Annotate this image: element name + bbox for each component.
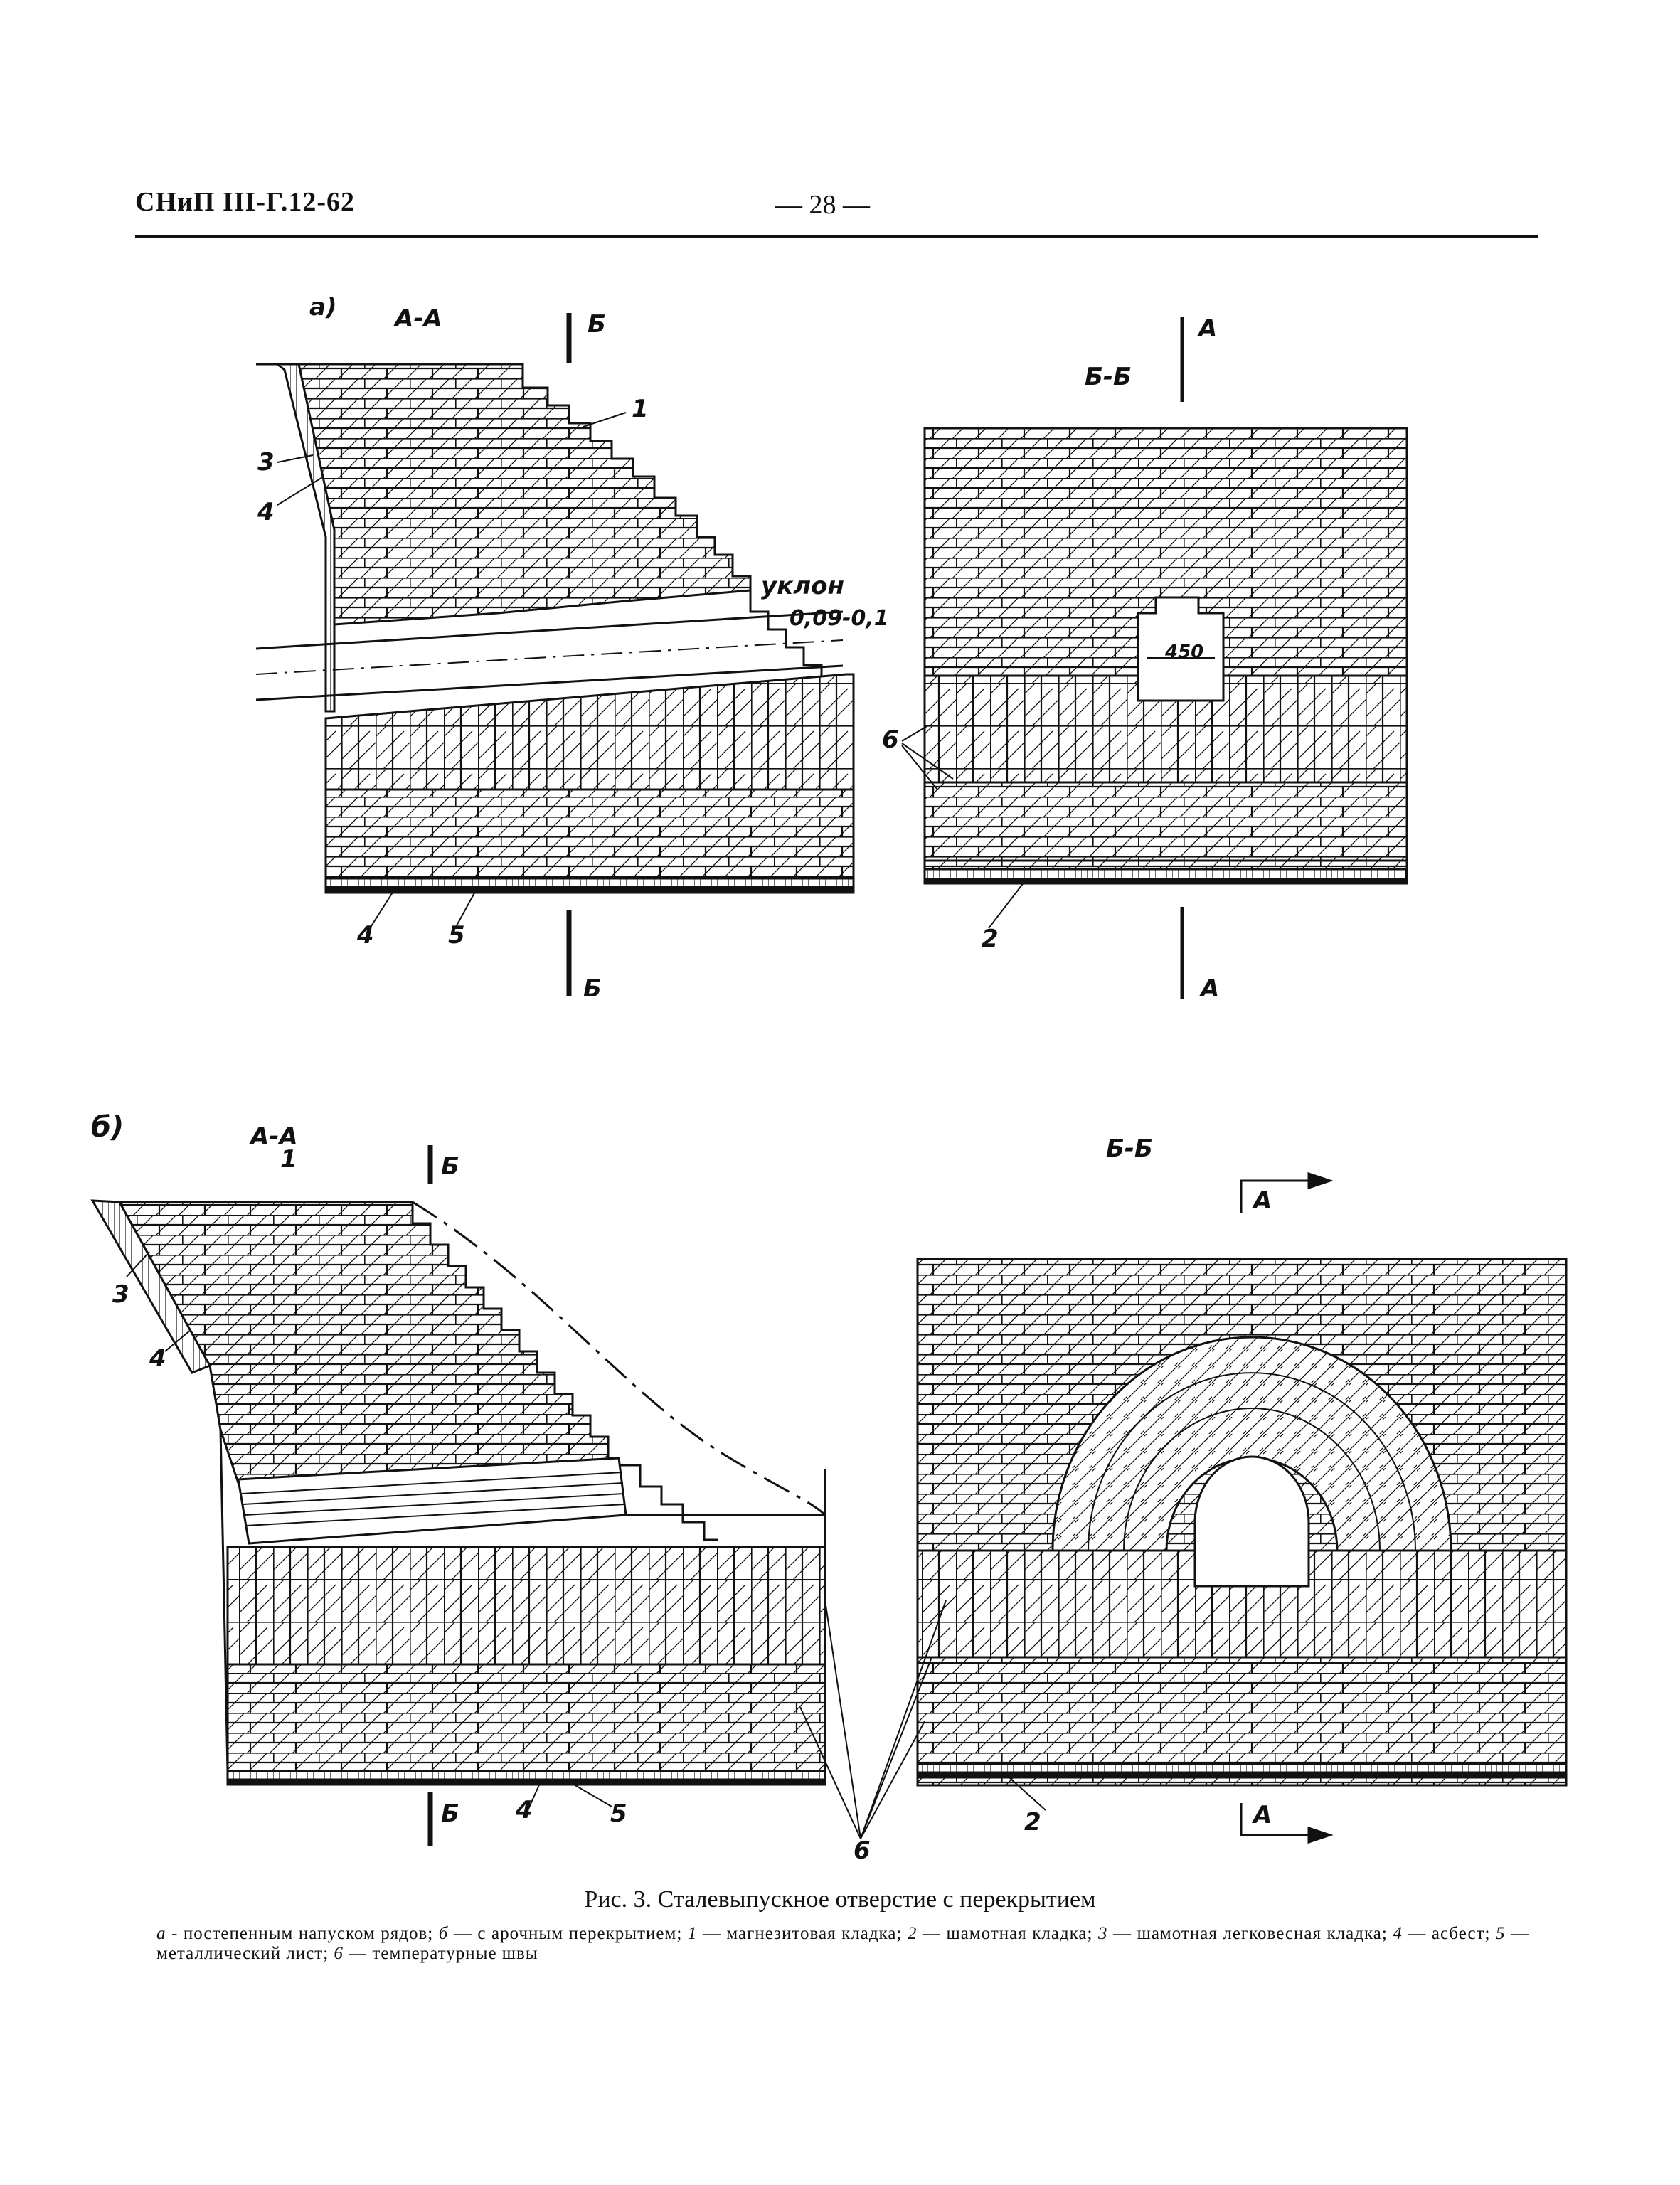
- fig-b-right-section-label: Б-Б: [1106, 1134, 1153, 1163]
- fig-b-callout-4-upper: 4: [149, 1344, 166, 1373]
- fig-a-callout-1: 1: [632, 395, 649, 423]
- fig-b-arch: [1051, 1336, 1452, 1552]
- fig-b-metal-plate: [226, 1778, 826, 1786]
- fig-a-callout-2: 2: [982, 925, 999, 953]
- legend-4-key: 4: [1393, 1924, 1403, 1943]
- fig-b-right-section: [860, 1171, 1568, 1844]
- fig-a-upper-masonry: [297, 363, 752, 626]
- legend-b-text: — с арочным перекрытием;: [448, 1924, 688, 1943]
- legend-a-key: а: [156, 1924, 166, 1943]
- fig-a-slope-label: уклон: [761, 572, 844, 600]
- fig-b-left-section: [90, 1145, 861, 1846]
- fig-a-right-section-label: Б-Б: [1085, 363, 1132, 391]
- fig-b-callout-3: 3: [112, 1280, 129, 1309]
- legend-3-key: 3: [1098, 1924, 1108, 1943]
- fig-a-callout-4-upper: 4: [257, 498, 275, 526]
- fig-a-left-section: [255, 313, 855, 996]
- fig-a-opening-dim: 450: [1165, 642, 1204, 663]
- fig-b-callout-4: 4: [516, 1796, 533, 1824]
- fig-a-channel-axis: [255, 639, 844, 675]
- legend-4-text: — асбест;: [1402, 1924, 1496, 1943]
- legend-a-text: - постепенным напуском рядов;: [166, 1924, 439, 1943]
- fig-a-cut-right-top: А: [1198, 314, 1218, 343]
- fig-b-panel-letter: б): [91, 1111, 124, 1144]
- fig-b-callout-2: 2: [1024, 1808, 1041, 1836]
- legend-6-text: — температурные швы: [343, 1944, 538, 1963]
- page-header-left: СНиП III-Г.12-62: [135, 187, 356, 217]
- legend-2-key: 2: [907, 1924, 918, 1943]
- fig-b-callout-5: 5: [610, 1799, 627, 1828]
- fig-a-right-asbestos: [923, 868, 1408, 881]
- fig-a-cut-right-bottom: А: [1201, 974, 1220, 1003]
- fig-a-left-section-label: А-А: [395, 304, 442, 333]
- fig-a-channel-top: [255, 610, 844, 650]
- fig-a-right-plate: [923, 878, 1408, 885]
- fig-b-tap-opening: [1193, 1455, 1310, 1588]
- fig-b-callout-1: 1: [280, 1145, 297, 1174]
- fig-a-slope-value: 0,09-0,1: [790, 606, 889, 631]
- fig-a-channel-bottom: [255, 664, 844, 701]
- fig-a-callout-6: 6: [882, 725, 899, 754]
- fig-a-asbestos-layer: [324, 877, 855, 888]
- fig-a-cut-top: Б: [588, 310, 606, 339]
- fig-a-right-section: [901, 317, 1408, 999]
- legend-5-text: — металлический лист;: [156, 1924, 1530, 1963]
- fig-a-panel-letter: а): [309, 293, 337, 321]
- figure-legend: а - постепенным напуском рядов; б — с ар…: [156, 1924, 1529, 1964]
- fig-b-cut-right-top: А: [1253, 1186, 1272, 1215]
- fig-a-cut-bottom: Б: [583, 974, 602, 1003]
- legend-2-text: — шамотная кладка;: [917, 1924, 1099, 1943]
- fig-a-callout-4: 4: [357, 921, 374, 950]
- fig-b-right-asbestos: [916, 1763, 1568, 1774]
- legend-1-key: 1: [687, 1924, 698, 1943]
- legend-6-key: 6: [334, 1944, 344, 1963]
- header-rule: [135, 235, 1538, 238]
- fig-b-cut-top: Б: [441, 1152, 459, 1181]
- legend-b-key: б: [438, 1924, 449, 1943]
- fig-b-left-section-label: А-А: [250, 1122, 298, 1151]
- legend-5-key: 5: [1495, 1924, 1506, 1943]
- fig-a-tap-opening: [1137, 596, 1225, 702]
- fig-b-callout-6: 6: [854, 1836, 871, 1865]
- fig-b-cut-right-bottom: А: [1253, 1801, 1272, 1829]
- fig-a-left-wall: [274, 363, 336, 713]
- fig-a-metal-plate: [324, 886, 855, 894]
- figure-caption: Рис. 3. Сталевыпускное отверстие с перек…: [584, 1886, 1096, 1913]
- fig-b-asbestos-layer: [226, 1770, 826, 1781]
- fig-b-right-plate: [916, 1771, 1568, 1779]
- legend-1-text: — магнезитовая кладка;: [697, 1924, 908, 1943]
- fig-a-callout-5: 5: [448, 921, 465, 950]
- legend-3-text: — шамотная легковесная кладка;: [1107, 1924, 1393, 1943]
- page-number: — 28 —: [775, 190, 870, 220]
- fig-a-callout-3: 3: [257, 448, 275, 477]
- fig-b-cut-bottom: Б: [441, 1799, 459, 1828]
